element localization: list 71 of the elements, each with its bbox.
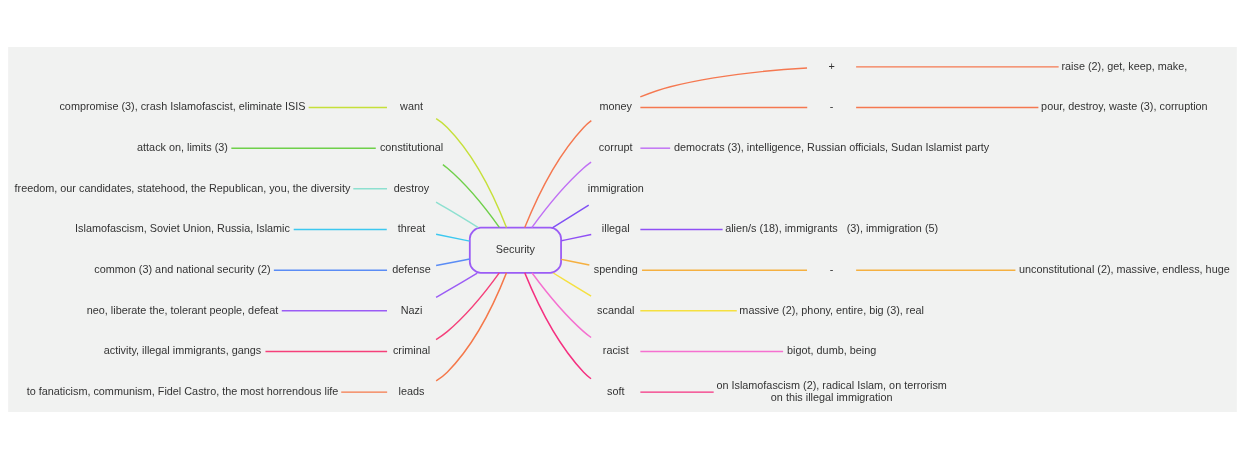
node-text: spending bbox=[593, 262, 638, 275]
node-text: criminal bbox=[392, 344, 431, 357]
connector bbox=[531, 161, 592, 229]
node-text: Islamofascism, Soviet Union, Russia, Islamic bbox=[75, 222, 290, 235]
node-text: pour, destroy, waste (3), corruption bbox=[1041, 100, 1208, 113]
node-text: corrupt bbox=[598, 140, 633, 153]
node-text: + bbox=[828, 59, 835, 72]
node-text: scandal bbox=[597, 303, 635, 316]
connector bbox=[230, 147, 377, 149]
connector bbox=[639, 147, 671, 149]
connector bbox=[639, 310, 738, 312]
connector bbox=[639, 228, 724, 231]
node-text: defense bbox=[392, 262, 431, 275]
connector bbox=[524, 119, 593, 229]
connector bbox=[552, 272, 592, 297]
connector bbox=[435, 258, 471, 267]
node-text: soft bbox=[607, 384, 625, 397]
node-text: on Islamofascism (2), radical Islam, on terrorism on this illegal immigration bbox=[716, 379, 947, 403]
connector bbox=[435, 272, 478, 299]
node-text: destroy bbox=[393, 181, 430, 194]
node-text: constitutional bbox=[379, 140, 444, 153]
connector bbox=[435, 201, 480, 229]
node-text: compromise (3), crash Islamofascist, eliminate ISIS bbox=[59, 100, 306, 113]
node-text: raise (2), get, keep, make, bbox=[1061, 59, 1188, 72]
node-text: - bbox=[829, 262, 834, 275]
node-text: attack on, limits (3) bbox=[137, 140, 228, 153]
connector bbox=[292, 228, 388, 231]
connector bbox=[639, 350, 784, 353]
connector bbox=[435, 272, 508, 382]
node-text: freedom, our candidates, statehood, the Republican, you, the diversity bbox=[14, 181, 351, 194]
connector bbox=[531, 272, 592, 339]
connector bbox=[435, 233, 471, 242]
connector bbox=[281, 310, 388, 312]
connector bbox=[855, 106, 1040, 109]
connector bbox=[641, 269, 808, 271]
connector bbox=[340, 391, 388, 393]
node-text: money bbox=[599, 100, 632, 113]
connector bbox=[273, 269, 388, 271]
node-text: leads bbox=[398, 384, 425, 397]
node-text: neo, liberate the, tolerant people, defeat bbox=[86, 303, 279, 316]
node-text: common (3) and national security (2) bbox=[94, 262, 271, 275]
node-text: bigot, dumb, being bbox=[787, 344, 877, 357]
connector bbox=[435, 118, 508, 229]
connector bbox=[560, 258, 591, 266]
connector bbox=[352, 188, 388, 190]
node-text: threat bbox=[397, 222, 426, 235]
node-text: racist bbox=[602, 344, 629, 357]
node-text: to fanaticism, communism, Fidel Castro, the most horrendous life bbox=[26, 384, 339, 397]
connector bbox=[639, 67, 808, 98]
node-text: democrats (3), intelligence, Russian officials, Sudan Islamist party bbox=[674, 140, 990, 153]
connector bbox=[307, 106, 388, 109]
connector bbox=[639, 391, 715, 393]
connector bbox=[855, 269, 1017, 271]
node-text: unconstitutional (2), massive, endless, huge bbox=[1019, 262, 1230, 275]
connector bbox=[552, 204, 590, 229]
connector bbox=[560, 233, 592, 242]
node-text: want bbox=[400, 100, 423, 113]
connector bbox=[524, 272, 592, 380]
node-text: Nazi bbox=[400, 303, 423, 316]
node-text: - bbox=[829, 100, 834, 113]
connector bbox=[264, 350, 388, 353]
node-text: illegal bbox=[601, 222, 630, 235]
connector bbox=[435, 272, 500, 341]
connector bbox=[442, 163, 501, 229]
node-text: activity, illegal immigrants, gangs bbox=[103, 344, 262, 357]
node-box: Security bbox=[468, 226, 562, 274]
node-text: massive (2), phony, entire, big (3), real bbox=[739, 303, 924, 316]
node-text: immigration bbox=[587, 181, 644, 194]
node-text: alien/s (18), immigrants (3), immigration (5) bbox=[725, 222, 939, 235]
connector bbox=[855, 66, 1060, 68]
connector bbox=[639, 106, 808, 109]
